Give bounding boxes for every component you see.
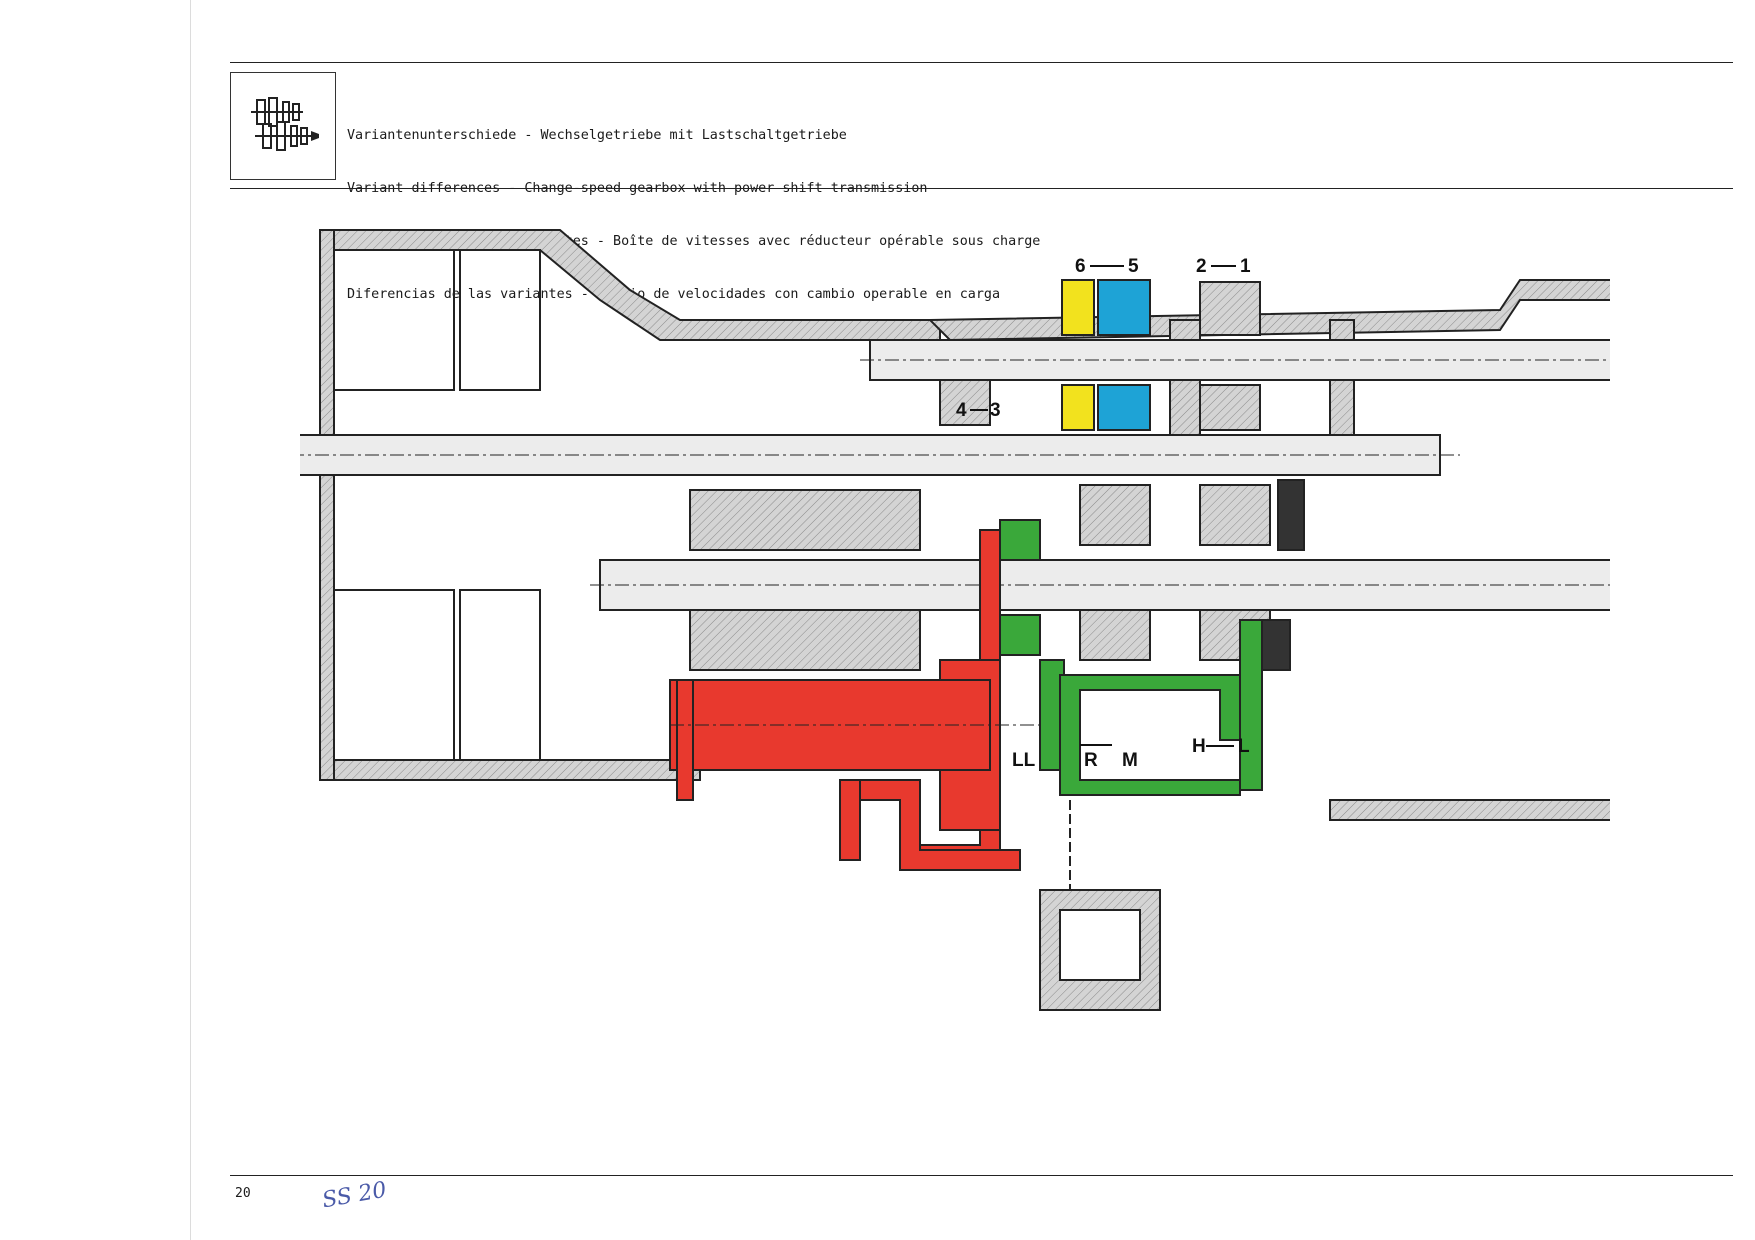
gear-label-2: 2 [1196, 256, 1207, 277]
gearbox-cross-section-drawing: 6 5 2 1 4 3 LL R M H L [300, 229, 1610, 1011]
gear-label-3: 3 [990, 400, 1001, 421]
upper-countershaft [860, 339, 1610, 381]
shift-arrows [970, 265, 1236, 747]
title-german: Variantenunterschiede - Wechselgetriebe … [347, 128, 847, 144]
footer-rule [230, 1175, 1733, 1176]
range-label-l: L [1238, 736, 1250, 757]
lower-auxiliary-inner [1059, 909, 1141, 981]
gearbox-icon-box [230, 72, 336, 180]
range-label-m: M [1122, 750, 1138, 771]
power-shift-section-red [669, 529, 1021, 871]
handwritten-note: SS 20 [320, 1177, 389, 1214]
header-top-rule [230, 62, 1733, 63]
range-label-r: R [1084, 750, 1098, 771]
upper-gear-4-3 [939, 379, 991, 426]
header-bottom-rule [230, 188, 1733, 189]
range-label-h: H [1192, 736, 1206, 757]
gear-label-1: 1 [1240, 256, 1251, 277]
gear-label-4: 4 [956, 400, 967, 421]
page-margin-line [190, 0, 191, 1240]
gear-label-6: 6 [1075, 256, 1086, 277]
bell-housing [319, 229, 941, 781]
range-section-green [999, 519, 1263, 796]
main-gear-pack [689, 484, 1271, 671]
output-shaft [590, 559, 1610, 611]
upper-gear-2-1 [1199, 281, 1261, 431]
bell-housing-windows [333, 249, 541, 761]
upper-gear-6 [1061, 279, 1095, 431]
range-label-ll: LL [1012, 750, 1036, 771]
gearbox-icon [251, 97, 319, 151]
upper-gear-5 [1097, 279, 1151, 431]
input-shaft [300, 434, 1460, 476]
gear-label-5: 5 [1128, 256, 1139, 277]
output-bearing-dark [1259, 479, 1305, 671]
page-number: 20 [235, 1186, 251, 1201]
